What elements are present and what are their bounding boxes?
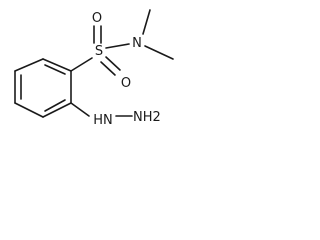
ring-double-bond-3 xyxy=(44,99,66,112)
n-methyl-right-bond xyxy=(144,45,174,60)
ring-double-bond-1 xyxy=(44,64,66,75)
s-o-bottom-bond-a xyxy=(100,61,116,76)
ring-to-sulfur-bond xyxy=(70,57,93,72)
sulfur-label: S xyxy=(95,44,103,59)
ring-bond-2 xyxy=(14,58,44,72)
n-methyl-top-bond xyxy=(142,9,151,35)
ring-bond-4 xyxy=(14,102,44,118)
oxygen-top-label: O xyxy=(92,11,102,26)
ring-bond-1 xyxy=(42,58,72,72)
oxygen-bottom-label: O xyxy=(121,76,131,91)
s-n-bond xyxy=(105,43,130,49)
chemical-structure: O S O N HN NH2 xyxy=(14,9,174,128)
benzene-ring xyxy=(14,58,72,118)
hydrazine-nh2-label: NH2 xyxy=(133,110,161,125)
nitrogen-label: N xyxy=(132,36,142,51)
s-o-bottom-bond-b xyxy=(105,56,121,71)
ring-bond-5 xyxy=(42,102,72,118)
hydrazine-nh-label: HN xyxy=(93,113,113,128)
ring-to-hydrazine-bond xyxy=(70,102,90,117)
